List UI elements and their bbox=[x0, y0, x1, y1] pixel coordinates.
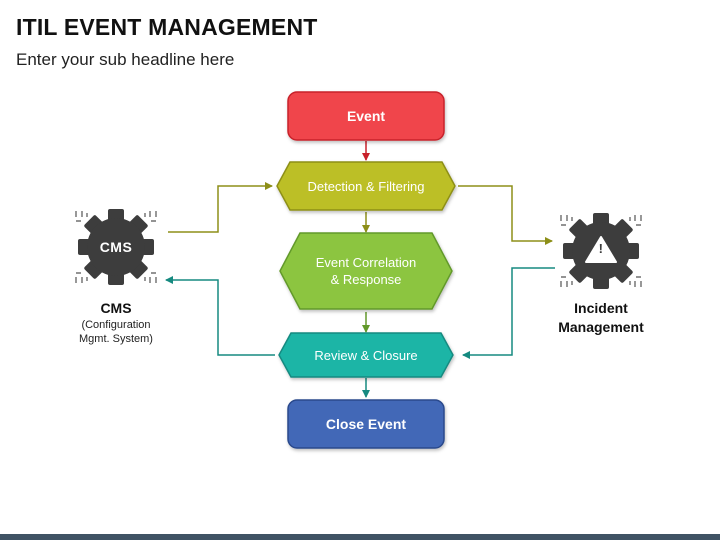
warning-triangle-icon bbox=[585, 236, 617, 263]
event-correlation-hexagon bbox=[279, 232, 453, 310]
incident-gear-icon bbox=[560, 213, 642, 289]
event-box bbox=[287, 91, 445, 141]
cms-gear-icon bbox=[75, 209, 157, 285]
cms-title: CMS bbox=[100, 300, 132, 316]
connector-cms-to-detection bbox=[168, 182, 273, 233]
page-title: ITIL EVENT MANAGEMENT bbox=[16, 14, 318, 40]
incident-management-title: Incident Management bbox=[558, 300, 644, 335]
bottom-bar bbox=[0, 534, 720, 540]
review-closure-hexagon bbox=[278, 332, 454, 378]
page-subtitle: Enter your sub headline here bbox=[16, 50, 235, 69]
connector-incident-to-review bbox=[462, 267, 555, 359]
connector-detection-to-incident bbox=[458, 185, 553, 245]
cms-gear-label: CMS bbox=[99, 239, 133, 255]
close-event-box bbox=[287, 399, 445, 449]
incident-gear-symbol: ! bbox=[598, 241, 604, 256]
connector-review-to-cms bbox=[165, 276, 275, 356]
detection-filtering-hexagon bbox=[276, 161, 456, 211]
cms-subtitle: (Configuration Mgmt. System) bbox=[79, 319, 153, 345]
